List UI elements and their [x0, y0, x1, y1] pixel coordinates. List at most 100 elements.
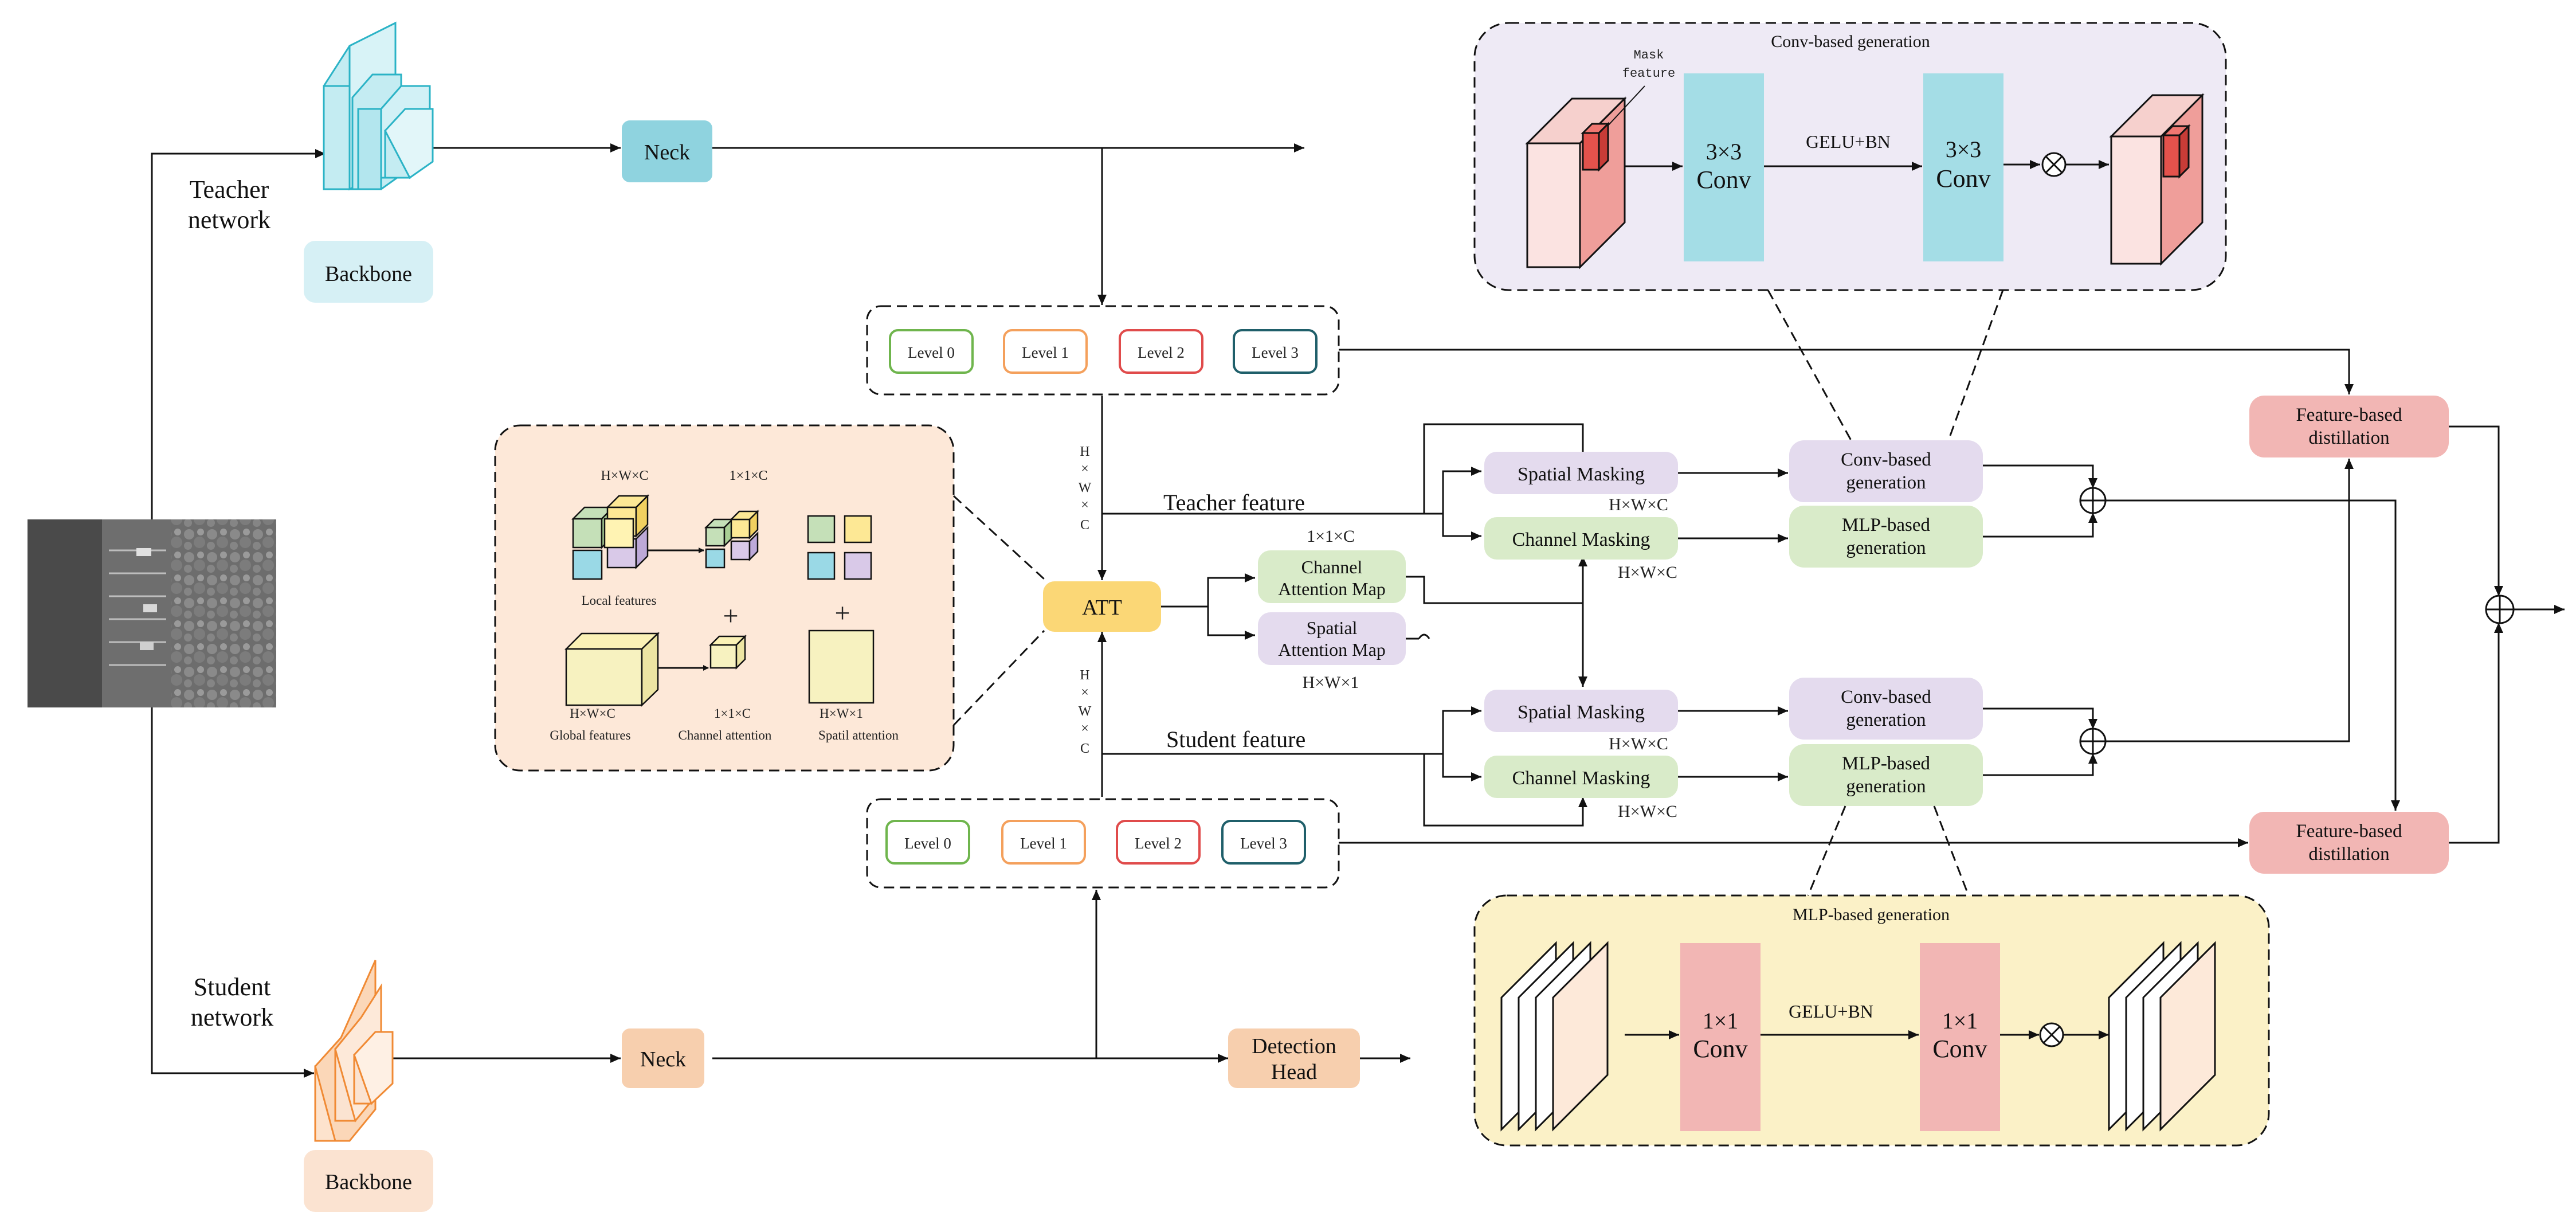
- teacher-level-3-label: Level 3: [1252, 344, 1299, 361]
- teacher-neck-label: Neck: [644, 140, 690, 165]
- student-level-2-label: Level 2: [1135, 835, 1182, 852]
- detection-head: [1228, 1028, 1360, 1088]
- mlp-input-stack-icon: [1500, 941, 1609, 1132]
- student-level-group: [866, 798, 1340, 889]
- att-plus-2: +: [834, 598, 850, 628]
- spatial-attention-label: Spatil attention: [818, 728, 899, 742]
- channel-map-dim: 1×1×C: [1307, 527, 1355, 546]
- teacher-neck: [622, 120, 712, 182]
- conv-3x3-word-2: Conv: [1936, 165, 1990, 193]
- channel-attention-label: Channel attention: [679, 728, 772, 742]
- conv-1x1-word-2: Conv: [1932, 1035, 1987, 1063]
- svg-text:H: H: [1080, 668, 1089, 683]
- svg-text:C: C: [1080, 741, 1089, 756]
- teacher-level-1: [1003, 329, 1088, 374]
- hwc-vertical-top: H × W × C: [1079, 444, 1092, 533]
- att-panel-c-bottom: 1×1×C: [714, 706, 751, 721]
- mask-feature-label-2: feature: [1622, 67, 1675, 81]
- spatial-attention-map: [1258, 612, 1406, 665]
- student-feature-label: Student feature: [1166, 726, 1305, 752]
- teacher-masking-dim-1: H×W×C: [1609, 495, 1668, 514]
- final-plus-circle-icon: [2485, 595, 2515, 624]
- teacher-network-label-1: Teacher: [190, 175, 269, 204]
- local-features-label: Local features: [582, 593, 657, 608]
- att-panel-hw1-bottom: H×W×1: [820, 706, 863, 721]
- svg-text:W: W: [1079, 480, 1092, 495]
- conv-1x1-word-1: Conv: [1693, 1035, 1747, 1063]
- teacher-levels: Level 0 Level 1 Level 2 Level 3: [889, 329, 1318, 374]
- detection-head-label-2: Head: [1271, 1060, 1317, 1084]
- svg-text:×: ×: [1081, 462, 1089, 476]
- teacher-masking-dim-2: H×W×C: [1618, 563, 1677, 582]
- mlp-panel-title: MLP-based generation: [1793, 905, 1950, 924]
- detection-head-label-1: Detection: [1252, 1034, 1336, 1058]
- conv-3x3-word-1: Conv: [1696, 166, 1751, 194]
- spatial-map-label-2: Attention Map: [1278, 639, 1386, 660]
- student-level-1: [1001, 820, 1086, 865]
- teacher-backbone-label-box: [304, 241, 433, 303]
- att-plus-1: +: [723, 601, 738, 631]
- teacher-level-0: [889, 329, 974, 374]
- teacher-level-0-label: Level 0: [908, 344, 955, 361]
- aerial-photo-icon: [28, 519, 276, 707]
- mlp-activation-label: GELU+BN: [1789, 1001, 1873, 1022]
- conv-1x1-block-1: [1680, 943, 1761, 1131]
- conv-3x3-size-1: 3×3: [1706, 139, 1742, 165]
- mask-feature-cube-icon: [1525, 96, 1627, 269]
- student-spatial-masking-label: Spatial Masking: [1518, 702, 1645, 723]
- svg-text:×: ×: [1081, 498, 1089, 513]
- teacher-mlp-gen-label-2: generation: [1846, 538, 1926, 558]
- student-backbone-label-box: [304, 1150, 433, 1212]
- spatial-map-dim: H×W×1: [1303, 673, 1359, 692]
- teacher-backbone-icon: [323, 21, 434, 191]
- teacher-channel-masking: [1484, 517, 1678, 560]
- att-block: [1043, 581, 1161, 632]
- student-spatial-masking: [1484, 690, 1678, 732]
- conv-1x1-size-1: 1×1: [1703, 1008, 1739, 1034]
- teacher-mlp-gen-label-1: MLP-based: [1842, 515, 1930, 535]
- global-features-label: Global features: [550, 728, 630, 742]
- student-mlp-gen-label-2: generation: [1846, 776, 1926, 797]
- student-mlp-generation: [1789, 744, 1983, 806]
- student-neck-label: Neck: [640, 1047, 686, 1071]
- student-neck: [622, 1028, 704, 1088]
- student-level-0: [885, 820, 970, 865]
- conv-generation-panel: [1473, 22, 2227, 291]
- student-level-1-label: Level 1: [1020, 835, 1067, 852]
- spatial-squares-icon: [807, 515, 872, 580]
- hwc-vertical-bottom: H × W × C: [1079, 668, 1092, 756]
- att-label: ATT: [1082, 596, 1122, 620]
- times-circle-icon: [2039, 1022, 2064, 1047]
- conv-activation-label: GELU+BN: [1806, 131, 1891, 152]
- student-mlp-gen-label-1: MLP-based: [1842, 753, 1930, 774]
- teacher-conv-gen-label-1: Conv-based: [1841, 449, 1931, 470]
- plus-circle-icon: [2079, 728, 2107, 755]
- student-conv-generation: [1789, 678, 1983, 740]
- plus-circle-icon: [2079, 487, 2107, 514]
- teacher-level-2: [1119, 329, 1203, 374]
- student-masking-dim-1: H×W×C: [1609, 734, 1668, 753]
- student-network-label-1: Student: [194, 973, 270, 1001]
- student-conv-gen-label-2: generation: [1846, 710, 1926, 730]
- svg-text:W: W: [1079, 704, 1092, 719]
- global-features-cube-icon: [564, 632, 660, 707]
- channel-attention-map: [1258, 550, 1406, 603]
- teacher-level-1-label: Level 1: [1022, 344, 1069, 361]
- teacher-spatial-masking-label: Spatial Masking: [1518, 464, 1645, 485]
- student-backbone-icon: [314, 960, 394, 1142]
- conv-1x1-size-2: 1×1: [1942, 1008, 1978, 1034]
- mlp-output-stack-icon: [2108, 941, 2216, 1132]
- teacher-distill-label-2: distillation: [2308, 428, 2389, 448]
- att-panel-hwc-bottom: H×W×C: [570, 706, 615, 721]
- teacher-level-2-label: Level 2: [1138, 344, 1185, 361]
- mlp-generation-panel: [1473, 894, 2270, 1147]
- student-channel-masking-label: Channel Masking: [1512, 768, 1650, 789]
- svg-text:H: H: [1080, 444, 1089, 459]
- conv-1x1-block-2: [1920, 943, 2000, 1131]
- teacher-channel-masking-label: Channel Masking: [1512, 529, 1650, 550]
- conv-3x3-block-1: [1684, 73, 1764, 261]
- mask-feature-label-1: Mask: [1634, 48, 1664, 62]
- student-masking-dim-2: H×W×C: [1618, 802, 1677, 821]
